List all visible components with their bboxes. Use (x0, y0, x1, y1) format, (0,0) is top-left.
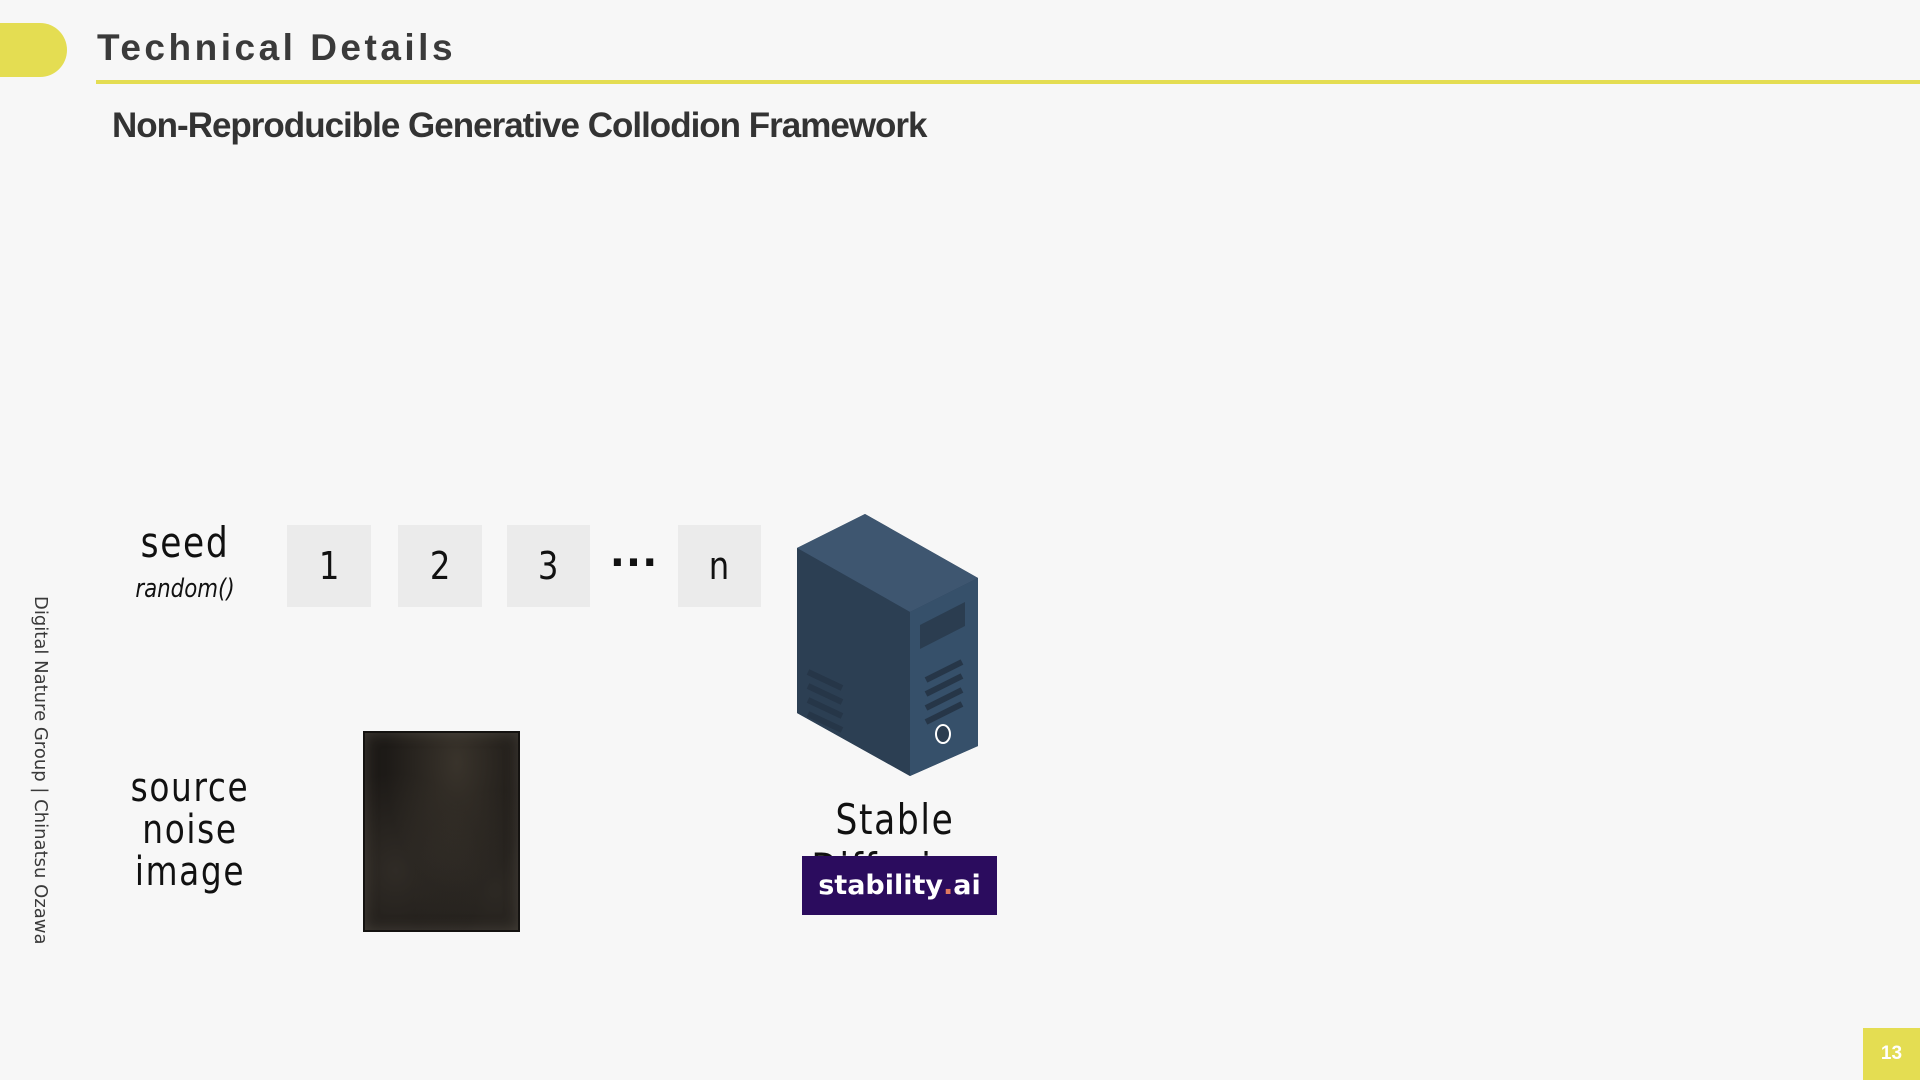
header-divider (96, 80, 1920, 84)
seed-value: 1 (318, 544, 340, 588)
seed-value: 2 (429, 544, 451, 588)
source-label-line: source (130, 765, 250, 811)
seed-box-2: 2 (398, 525, 482, 607)
seed-value: n (709, 544, 730, 588)
seed-function-label: random() (135, 574, 235, 604)
source-label-line: image (134, 849, 246, 895)
server-tower-icon (797, 514, 978, 776)
section-title: Technical Details (97, 27, 457, 68)
noise-image (363, 731, 520, 932)
seed-label: seed (140, 518, 230, 567)
seed-box-1: 1 (287, 525, 371, 607)
seed-box-n: n (678, 525, 761, 607)
logo-dot: . (943, 870, 954, 901)
slide-title: Non-Reproducible Generative Collodion Fr… (112, 106, 928, 145)
source-noise-label: source noise image (124, 767, 255, 893)
section-tab-marker (0, 23, 67, 77)
source-label-line: noise (142, 807, 238, 853)
stability-ai-logo: stability.ai (802, 856, 997, 915)
page-number: 13 (1863, 1028, 1920, 1080)
seed-ellipsis: ··· (609, 540, 659, 586)
seed-value: 3 (538, 544, 559, 588)
side-credit: Digital Nature Group | Chinatsu Ozawa (30, 596, 51, 945)
logo-text: stability (818, 870, 944, 901)
seed-box-3: 3 (507, 525, 590, 607)
logo-text-tail: ai (953, 870, 981, 901)
